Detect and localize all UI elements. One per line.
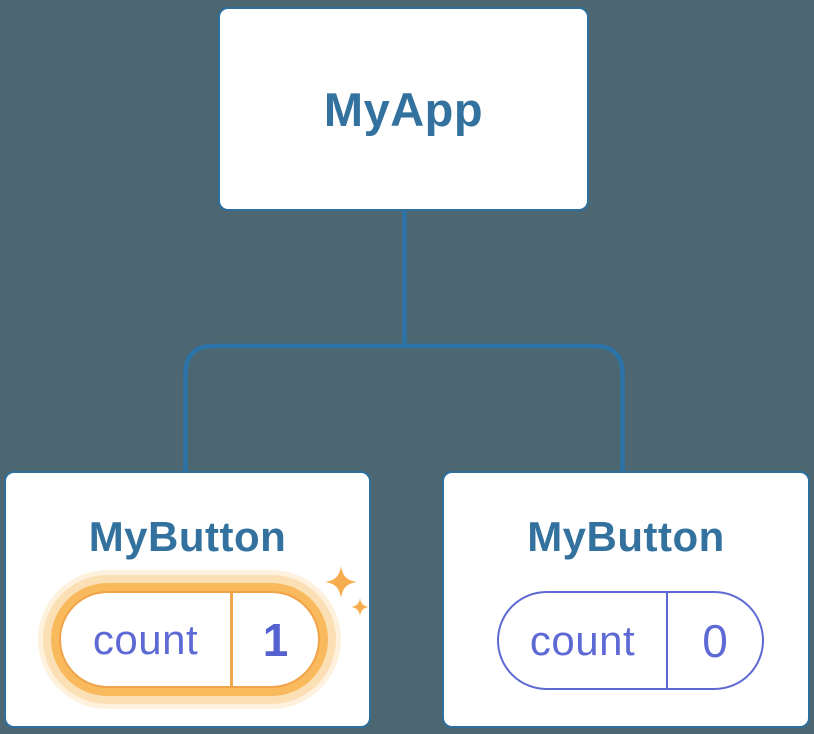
component-node-mybutton-plain: MyButton count 0 bbox=[442, 471, 810, 728]
state-pill-highlighted: count 1 bbox=[59, 591, 320, 688]
state-value-label: 0 bbox=[702, 614, 728, 667]
component-node-myapp: MyApp bbox=[218, 7, 589, 211]
state-pill-plain: count 0 bbox=[497, 591, 764, 690]
sparkles-icon bbox=[325, 566, 369, 616]
component-label-myapp: MyApp bbox=[323, 82, 484, 136]
state-key-label: count bbox=[529, 616, 636, 664]
state-value-cell: 0 bbox=[666, 593, 762, 688]
component-node-mybutton-updated: MyButton count 1 bbox=[4, 471, 371, 728]
state-value-label: 1 bbox=[262, 613, 289, 666]
state-key-cell: count bbox=[61, 593, 230, 686]
state-key-cell: count bbox=[499, 593, 666, 688]
state-key-label: count bbox=[92, 615, 199, 663]
state-value-cell: 1 bbox=[230, 593, 318, 686]
component-label-mybutton-right: MyButton bbox=[527, 513, 725, 560]
connector-branch-rail bbox=[183, 343, 625, 474]
component-label-mybutton-left: MyButton bbox=[88, 513, 287, 560]
